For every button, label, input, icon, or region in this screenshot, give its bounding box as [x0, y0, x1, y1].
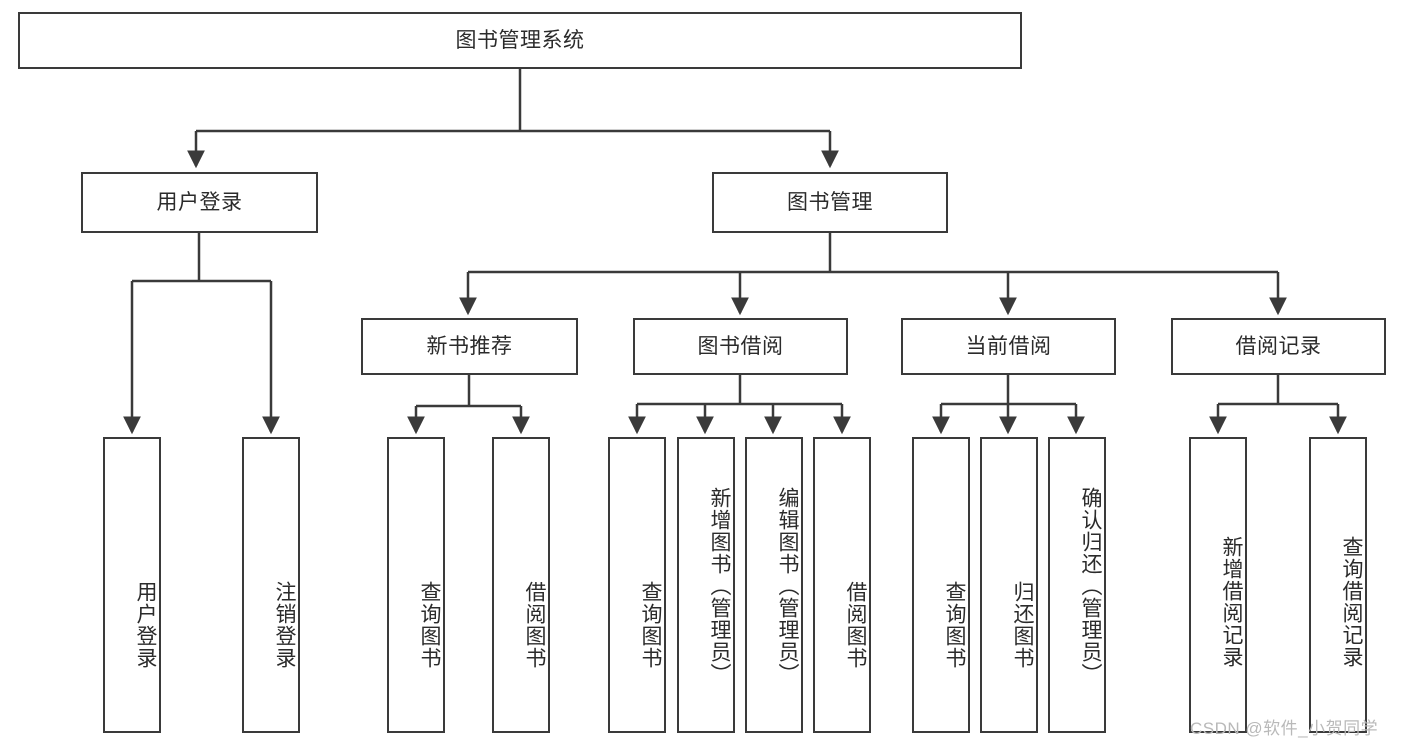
leaf-confirm-return[interactable]: 确认归还（管理员）	[1048, 437, 1106, 733]
node-book-manage[interactable]: 图书管理	[712, 172, 948, 233]
leaf-return-book[interactable]: 归还图书	[980, 437, 1038, 733]
leaf-borrow-book-2[interactable]: 借阅图书	[813, 437, 871, 733]
leaf-query-book-2[interactable]: 查询图书	[608, 437, 666, 733]
node-label: 用户登录	[156, 190, 243, 214]
node-label: 新增图书（管理员）	[708, 487, 731, 685]
node-label: 借阅图书	[523, 580, 546, 669]
leaf-query-book-3[interactable]: 查询图书	[912, 437, 970, 733]
leaf-logout-login[interactable]: 注销登录	[242, 437, 300, 733]
node-label: 新增借阅记录	[1220, 536, 1243, 668]
node-label: 确认归还（管理员）	[1079, 487, 1102, 685]
node-user-login[interactable]: 用户登录	[81, 172, 318, 233]
node-label: 查询图书	[639, 580, 662, 669]
leaf-user-login[interactable]: 用户登录	[103, 437, 161, 733]
node-current-borrow[interactable]: 当前借阅	[901, 318, 1116, 375]
leaf-borrow-book-1[interactable]: 借阅图书	[492, 437, 550, 733]
leaf-add-book[interactable]: 新增图书（管理员）	[677, 437, 735, 733]
node-label: 查询图书	[418, 580, 441, 669]
node-label: 查询借阅记录	[1340, 536, 1363, 668]
leaf-add-record[interactable]: 新增借阅记录	[1189, 437, 1247, 733]
node-label: 图书管理系统	[455, 28, 585, 52]
node-label: 新书推荐	[426, 334, 513, 358]
node-label: 用户登录	[134, 580, 157, 669]
node-label: 图书管理	[787, 190, 873, 214]
node-label: 注销登录	[273, 580, 296, 669]
node-label: 归还图书	[1011, 580, 1034, 669]
node-label: 编辑图书（管理员）	[776, 487, 799, 685]
node-borrow-record[interactable]: 借阅记录	[1171, 318, 1386, 375]
node-book-management-system[interactable]: 图书管理系统	[18, 12, 1022, 69]
node-label: 借阅图书	[844, 580, 867, 669]
node-label: 当前借阅	[965, 334, 1052, 358]
node-label: 借阅记录	[1235, 334, 1322, 358]
node-new-book-recommend[interactable]: 新书推荐	[361, 318, 578, 375]
node-label: 图书借阅	[697, 334, 784, 358]
node-book-borrow[interactable]: 图书借阅	[633, 318, 848, 375]
node-label: 查询图书	[943, 580, 966, 669]
leaf-query-book-1[interactable]: 查询图书	[387, 437, 445, 733]
leaf-edit-book[interactable]: 编辑图书（管理员）	[745, 437, 803, 733]
leaf-query-record[interactable]: 查询借阅记录	[1309, 437, 1367, 733]
